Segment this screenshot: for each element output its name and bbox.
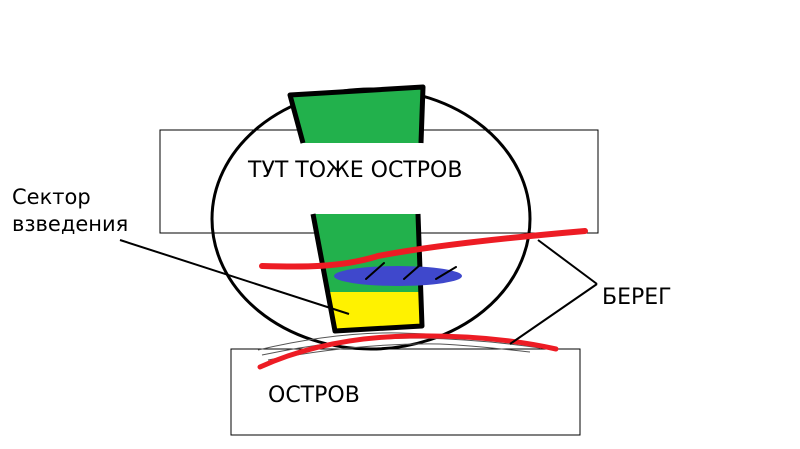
blue-ellipse <box>334 266 462 286</box>
sector-label-line2: взведения <box>12 212 129 236</box>
sector-upper-outline <box>287 84 426 144</box>
shore-line-lower <box>257 333 559 370</box>
shore-pointer-lines <box>509 239 598 345</box>
sector-yellow <box>327 292 422 331</box>
island-label: ОСТРОВ <box>268 383 360 408</box>
shore-line-upper <box>259 228 588 270</box>
top-island-label: ТУТ ТОЖЕ ОСТРОВ <box>248 158 463 183</box>
sector-label-line1: Сектор <box>12 185 91 209</box>
marker-strokes <box>365 262 457 280</box>
sector-label: Сектор взведения <box>12 184 128 238</box>
sector-pointer-line <box>119 239 350 315</box>
sector-green-upper <box>290 87 423 143</box>
island-box <box>230 348 581 436</box>
shore-label: БЕРЕГ <box>602 285 672 310</box>
